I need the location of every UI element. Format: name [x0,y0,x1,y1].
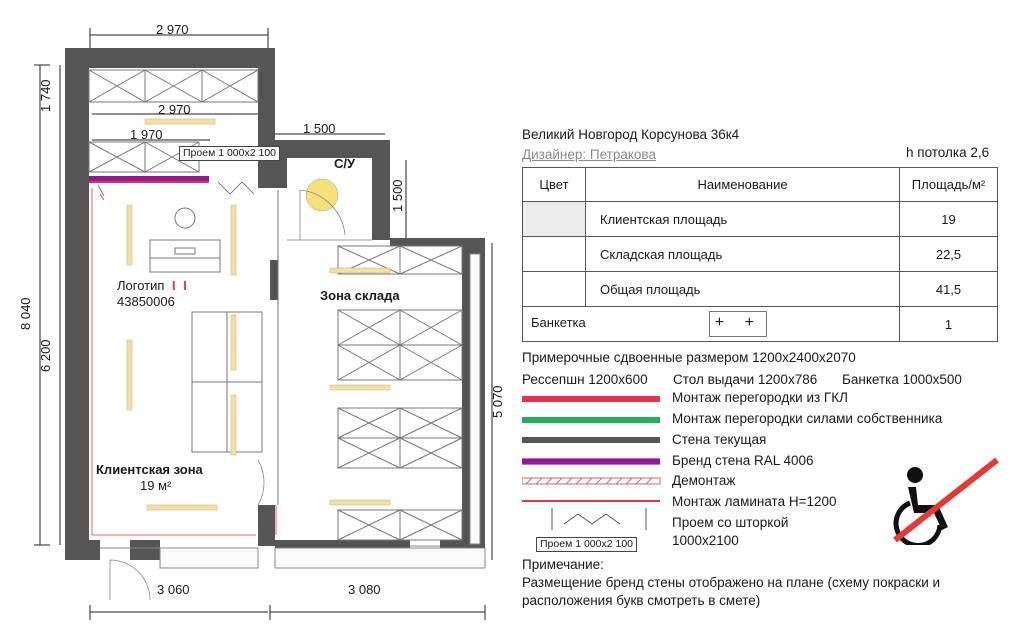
client-area-label: 19 м² [140,478,172,493]
legend-swatch-demolition [522,477,661,485]
legend-swatch-wall [522,437,660,443]
client-fixtures [149,239,263,453]
floor-plan [34,28,493,620]
dim-su-height: 1 500 [390,179,405,212]
su-label: С/У [334,156,356,171]
no-wheelchair-access-icon [893,457,999,545]
remark-text-line1: Размещение бренд стены отображено на пла… [522,575,941,590]
dim-right-height: 5 070 [490,385,505,418]
dim-bottom-right: 3 080 [348,582,381,597]
dim-inner-width1: 2 970 [158,102,191,117]
color-swatch [522,201,586,237]
table-header-row: Цвет Наименование Площадь/м² [522,167,998,202]
dim-left-lower: 6 200 [38,339,53,372]
dim-left-total: 8 040 [18,297,33,330]
legend-label-owner: Монтаж перегородки силами собственника [672,411,943,426]
plan-doorway-label: Проем 1 000х2 100 [179,146,281,161]
area-table: Цвет Наименование Площадь/м² Клиентская … [522,167,998,342]
remark-title: Примечание: [522,557,604,572]
storage-zone-label: Зона склада [320,288,400,303]
dim-top-width: 2 970 [156,22,189,37]
reception-note: Рессепшн 1200х600 [522,372,648,387]
color-swatch [522,236,586,272]
dim-bottom-left: 3 060 [157,582,190,597]
legend-swatch-laminate [522,500,660,502]
dim-su-width: 1 500 [303,121,336,136]
bench-note: Банкетка 1000х500 [842,372,962,387]
header-area: Площадь/м² [899,167,998,202]
legend-label-wall: Стена текущая [672,432,767,447]
storage-shelves [337,245,463,541]
legend-swatch-brand [522,458,660,465]
dim-left-top: 1 740 [38,79,53,112]
legend-label-brand: Бренд стена RAL 4006 [672,453,814,468]
dimension-lines [34,28,493,620]
header-color: Цвет [522,167,586,202]
ceiling-height: h потолка 2,6 [906,145,990,160]
color-swatch [522,271,586,307]
row-area: 22,5 [899,236,998,272]
desk-note: Стол выдачи 1200х786 [673,372,818,387]
legend-doorway-box: Проем 1 000х2 100 [536,537,638,552]
legend-swatch-owner [522,417,660,423]
legend-label-curtain-size: 1000х2100 [672,533,739,548]
table-row: Общая площадь 41,5 [522,271,998,307]
row-area: 41,5 [899,271,998,307]
banketka-cell: Банкетка + + [522,306,900,342]
logo-text: Логотип [117,278,165,293]
logo-mark-icon: I I [172,278,189,293]
banketka-symbol-icon: + + [709,311,768,337]
table-row: Складская площадь 22,5 [522,236,998,272]
row-area: 19 [899,201,998,237]
legend-swatch-gkl [522,396,660,402]
header-name: Наименование [585,167,900,202]
banketka-label: Банкетка [531,315,586,330]
dim-inner-width2: 1 970 [130,127,163,142]
table-row: Клиентская площадь 19 [522,201,998,237]
row-name: Общая площадь [585,271,900,307]
designer-link[interactable]: Дизайнер: Петракова [522,147,656,162]
remark-text-line2: расположения букв смотреть в смете) [522,593,761,608]
curtain-opening-icon [551,508,647,530]
legend-label-gkl: Монтаж перегородки из ГКЛ [672,390,848,405]
legend-label-demolition: Демонтаж [672,473,736,488]
row-name: Складская площадь [585,236,900,272]
row-name: Клиентская площадь [585,201,900,237]
logo-code: 43850006 [117,294,175,309]
legend-label-curtain: Проем со шторкой [672,515,789,530]
banketka-value: 1 [899,306,998,342]
logo-label: Логотип I I [117,278,189,293]
fitting-note: Примерочные сдвоенные размером 1200х2400… [522,350,856,365]
legend-label-laminate: Монтаж ламината Н=1200 [672,494,837,509]
spec-panel: Великий Новгород Корсунова 36к4 Дизайнер… [520,0,1020,641]
table-row-banketka: Банкетка + + 1 [522,306,998,342]
address-title: Великий Новгород Корсунова 36к4 [522,127,740,142]
client-zone-label: Клиентская зона [96,462,203,477]
